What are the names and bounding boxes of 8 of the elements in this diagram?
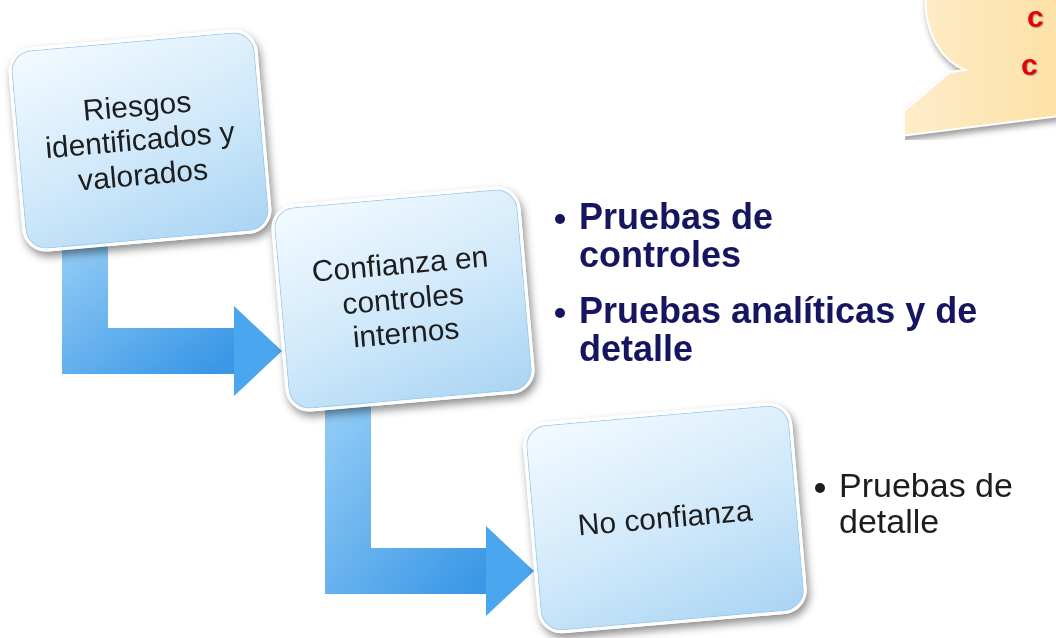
box-label: Confianza en controles internos [309,238,491,356]
bubble-text: c [1021,50,1038,80]
bullet-text: Pruebas de detalle [839,468,1014,540]
box-label: Riesgos identificados y valorados [42,83,238,199]
box-label: No confianza [576,493,754,543]
bubble-text: c [1027,2,1044,32]
bullet-text: Pruebas de controles [579,198,775,274]
bullet-text: Pruebas analíticas y de detalle [579,292,979,368]
